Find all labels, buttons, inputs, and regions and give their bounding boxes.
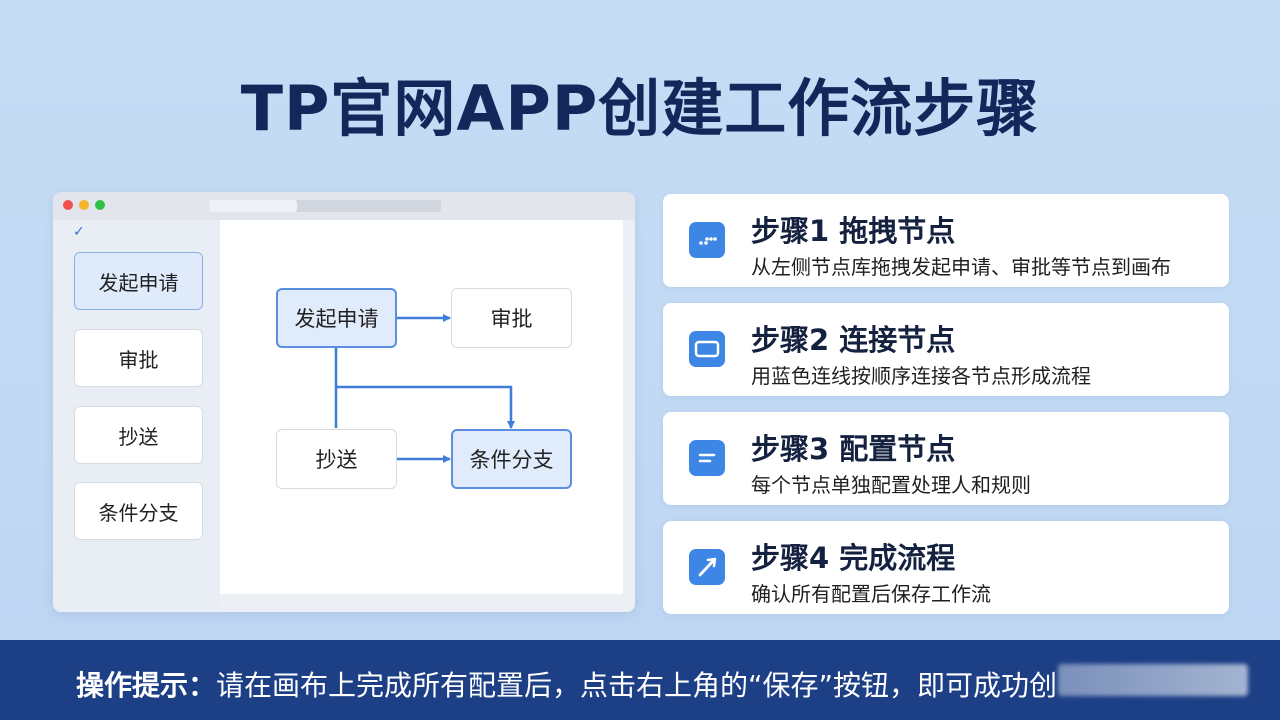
tip-text: 操作提示：请在画布上完成所有配置后，点击右上角的“保存”按钮，即可成功创	[76, 664, 1057, 704]
palette-item-approve[interactable]: 审批	[74, 329, 203, 387]
palette-item-branch[interactable]: 条件分支	[74, 482, 203, 540]
step-description: 确认所有配置后保存工作流	[751, 582, 991, 606]
tip-label: 操作提示：	[76, 669, 217, 702]
step-description: 每个节点单独配置处理人和规则	[751, 473, 1031, 497]
settings-lines-icon	[689, 440, 725, 476]
canvas-scrollbar[interactable]	[623, 220, 635, 612]
drag-dots-icon	[689, 222, 725, 258]
node-palette-sidebar: ✓ 发起申请 审批 抄送 条件分支	[53, 220, 220, 612]
address-bar-field	[209, 200, 297, 212]
app-window-illustration: ✓ 发起申请 审批 抄送 条件分支 发起申请 审批 抄送 条件分支	[53, 192, 635, 612]
window-titlebar	[53, 192, 635, 220]
step-title: 步骤4 完成流程	[751, 541, 956, 575]
link-rectangle-icon	[689, 331, 725, 367]
minimize-window-dot-icon	[79, 200, 89, 210]
maximize-window-dot-icon	[95, 200, 105, 210]
step-description: 从左侧节点库拖拽发起申请、审批等节点到画布	[751, 255, 1171, 279]
step-card-2: 步骤2 连接节点 用蓝色连线按顺序连接各节点形成流程	[663, 303, 1229, 396]
canvas-node-approve[interactable]: 审批	[451, 288, 572, 348]
step-title: 步骤3 配置节点	[751, 432, 956, 466]
step-description: 用蓝色连线按顺序连接各节点形成流程	[751, 364, 1091, 388]
workflow-canvas[interactable]	[220, 220, 623, 594]
step-title: 步骤2 连接节点	[751, 323, 956, 357]
step-card-4: 步骤4 完成流程 确认所有配置后保存工作流	[663, 521, 1229, 614]
palette-item-start[interactable]: 发起申请	[74, 252, 203, 310]
checkmark-icon: ✓	[73, 224, 85, 240]
step-title: 步骤1 拖拽节点	[751, 214, 956, 248]
page-title: TP官网APP创建工作流步骤	[240, 72, 1040, 145]
canvas-node-branch[interactable]: 条件分支	[451, 429, 572, 489]
step-card-1: 步骤1 拖拽节点 从左侧节点库拖拽发起申请、审批等节点到画布	[663, 194, 1229, 287]
watermark	[1058, 664, 1248, 696]
canvas-node-cc[interactable]: 抄送	[276, 429, 397, 489]
tip-message: 请在画布上完成所有配置后，点击右上角的“保存”按钮，即可成功创	[216, 669, 1058, 702]
close-window-dot-icon	[63, 200, 73, 210]
address-bar	[209, 200, 441, 212]
canvas-bottom-bar	[220, 594, 623, 612]
step-card-3: 步骤3 配置节点 每个节点单独配置处理人和规则	[663, 412, 1229, 505]
canvas-node-start[interactable]: 发起申请	[276, 288, 397, 348]
finish-arrow-icon	[689, 549, 725, 585]
palette-item-cc[interactable]: 抄送	[74, 406, 203, 464]
